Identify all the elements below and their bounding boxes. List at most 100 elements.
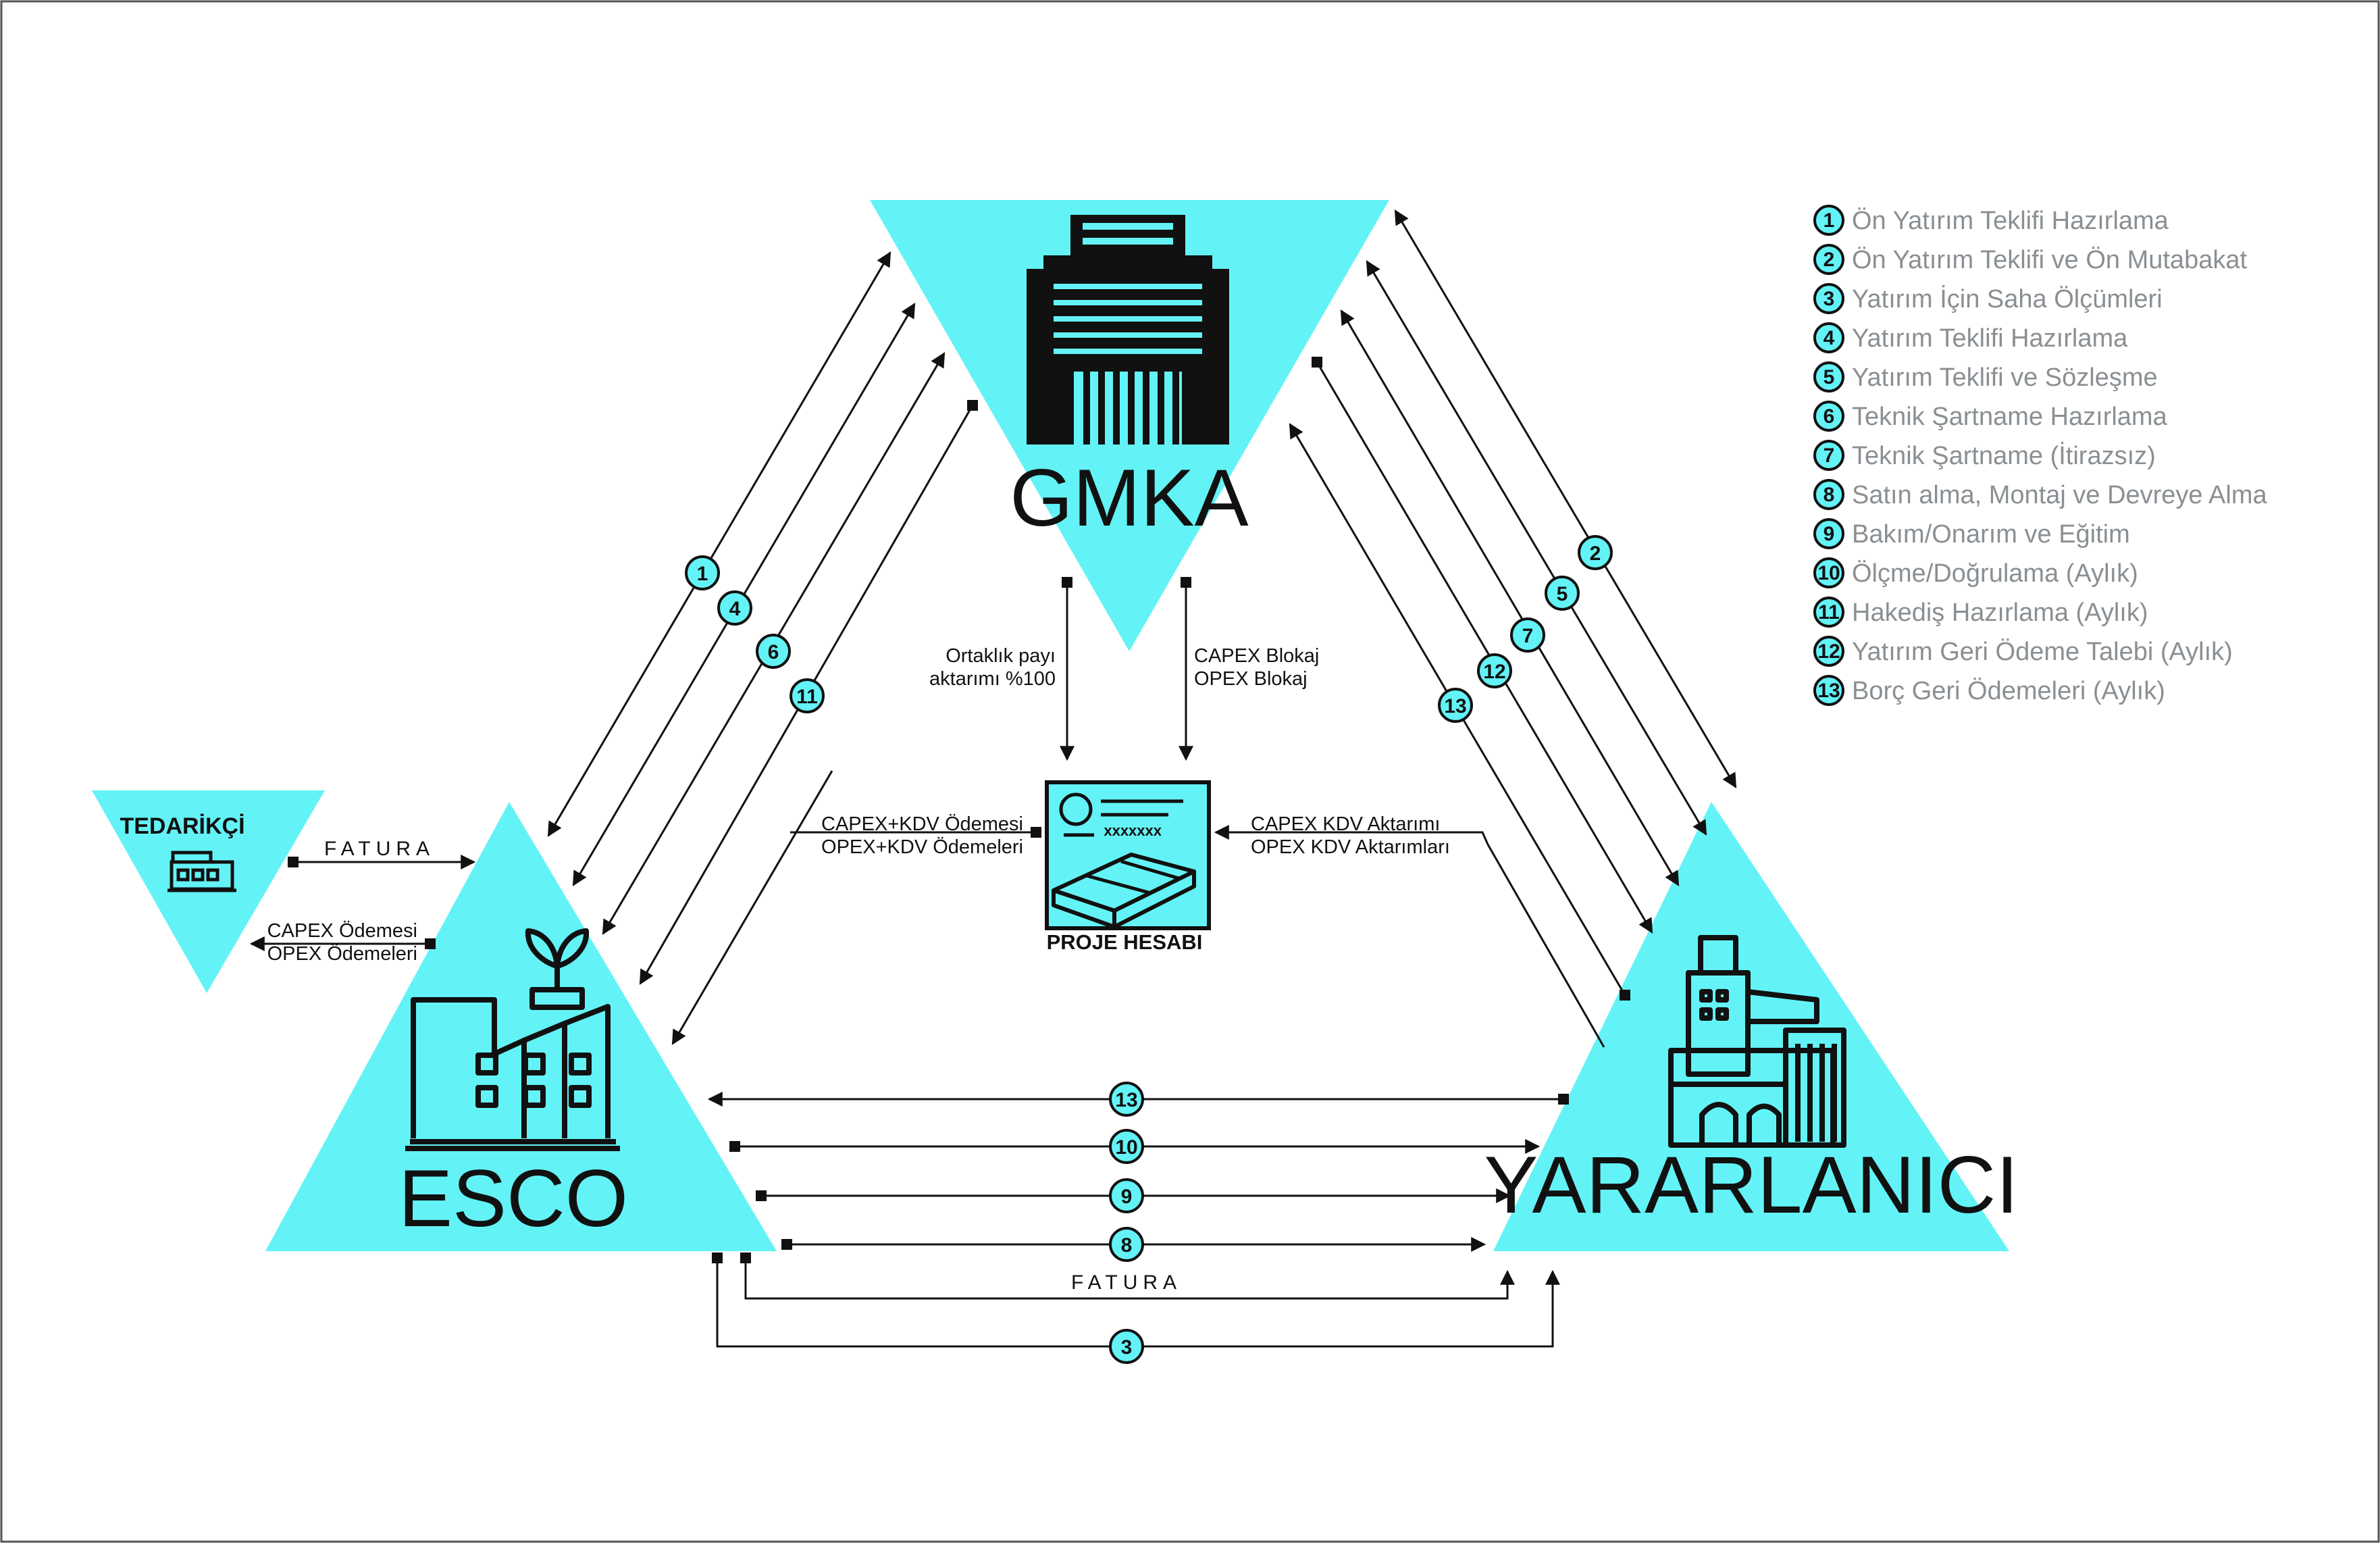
- svg-text:8: 8: [1121, 1234, 1133, 1257]
- arrow-13-diag-lower: [1486, 844, 1605, 1048]
- svg-text:6: 6: [768, 641, 779, 663]
- gmka-building-icon: [1027, 215, 1229, 445]
- gmka-label: GMKA: [1010, 453, 1248, 543]
- badge-10: 10: [1109, 1129, 1144, 1164]
- capex-blokaj-label: CAPEX Blokaj: [1194, 645, 1319, 667]
- esco-payment-line-1: CAPEX+KDV Ödemesi: [821, 813, 1023, 835]
- legend-text: Yatırım Geri Ödeme Talebi (Aylık): [1852, 638, 2233, 666]
- arrow-escrow-to-esco: [671, 770, 833, 1045]
- account-mask: xxxxxxx: [1104, 822, 1162, 839]
- legend: 1 Ön Yatırım Teklifi Hazırlama 2 Ön Yatırım…: [1813, 205, 2267, 706]
- legend-badge: [1813, 597, 1844, 628]
- svg-text:5: 5: [1557, 583, 1568, 605]
- badge-5: 5: [1545, 576, 1580, 611]
- legend-badge: [1813, 479, 1844, 510]
- legend-number: 2: [1823, 249, 1835, 271]
- legend-text: Teknik Şartname (İtirazsız): [1852, 441, 2156, 470]
- ortaklik-line-1: Ortaklık payı: [946, 645, 1056, 667]
- badge-13: 13: [1109, 1082, 1144, 1117]
- proje-hesabi-icon: [1045, 780, 1211, 930]
- supplier-payment-line-2: OPEX Ödemeleri: [267, 943, 417, 965]
- ortaklik-line-2: aktarımı %100: [929, 668, 1056, 690]
- badge-11: 11: [790, 678, 825, 713]
- legend-text: Bakım/Onarım ve Eğitim: [1852, 520, 2130, 549]
- kdv-line-1: CAPEX KDV Aktarımı: [1251, 813, 1440, 835]
- svg-text:13: 13: [1115, 1089, 1137, 1111]
- arrow-kdv-to-account: [1214, 825, 1489, 845]
- legend-text: Satın alma, Montaj ve Devreye Alma: [1852, 481, 2267, 509]
- badge-3: 3: [1109, 1329, 1144, 1364]
- arrow-1: [547, 251, 891, 837]
- legend-text: Teknik Şartname Hazırlama: [1852, 403, 2168, 431]
- legend-text: Yatırım Teklifi ve Sözleşme: [1852, 363, 2158, 392]
- legend-item: 11 Hakediş Hazırlama (Aylık): [1813, 597, 2148, 628]
- svg-text:11: 11: [796, 686, 818, 708]
- legend-number: 4: [1823, 327, 1835, 349]
- svg-text:4: 4: [729, 598, 741, 620]
- legend-badge: [1813, 636, 1844, 667]
- legend-badge: [1813, 205, 1844, 236]
- beneficiary-building-icon: [1668, 935, 1846, 1148]
- esco-payment-line-2: OPEX+KDV Ödemeleri: [821, 836, 1023, 858]
- svg-text:13: 13: [1444, 695, 1466, 717]
- svg-text:1: 1: [697, 563, 708, 585]
- legend-text: Yatırım Teklifi Hazırlama: [1852, 324, 2128, 353]
- legend-item: 8 Satın alma, Montaj ve Devreye Alma: [1813, 479, 2267, 510]
- legend-number: 7: [1823, 445, 1835, 467]
- legend-number: 8: [1823, 484, 1835, 506]
- fatura-bottom-label: FATURA: [1071, 1271, 1182, 1294]
- legend-text: Hakediş Hazırlama (Aylık): [1852, 599, 2148, 627]
- legend-number: 11: [1818, 601, 1840, 624]
- proje-hesabi-label: PROJE HESABI: [1047, 930, 1203, 954]
- legend-item: 7 Teknik Şartname (İtirazsız): [1813, 440, 2156, 471]
- arrow-5: [1366, 260, 1707, 836]
- legend-number: 13: [1817, 680, 1840, 702]
- legend-number: 1: [1823, 209, 1835, 232]
- badge-12: 12: [1477, 653, 1512, 688]
- badge-1: 1: [685, 555, 720, 590]
- esco-label: ESCO: [398, 1153, 628, 1244]
- badge-4: 4: [717, 590, 752, 626]
- legend-item: 1 Ön Yatırım Teklifi Hazırlama: [1813, 205, 2169, 236]
- supplier-payment-line-1: CAPEX Ödemesi: [267, 920, 417, 942]
- legend-text: Ön Yatırım Teklifi Hazırlama: [1852, 207, 2169, 235]
- legend-badge: [1813, 518, 1844, 549]
- fatura-supplier-label: FATURA: [324, 838, 435, 860]
- legend-number: 3: [1823, 288, 1835, 310]
- legend-text: Ön Yatırım Teklifi ve Ön Mutabakat: [1852, 246, 2247, 274]
- legend-text: Borç Geri Ödemeleri (Aylık): [1852, 677, 2165, 705]
- badge-8: 8: [1109, 1227, 1144, 1262]
- account-side-arrows: [790, 825, 1489, 845]
- tedarikci-label: TEDARİKÇİ: [120, 813, 244, 839]
- opex-blokaj-label: OPEX Blokaj: [1194, 668, 1308, 690]
- badge-13-diag: 13: [1438, 688, 1473, 723]
- kdv-line-2: OPEX KDV Aktarımları: [1251, 836, 1450, 858]
- legend-item: 2 Ön Yatırım Teklifi ve Ön Mutabakat: [1813, 244, 2247, 275]
- legend-number: 12: [1817, 640, 1840, 663]
- legend-badge: [1813, 322, 1844, 353]
- legend-item: 9 Bakım/Onarım ve Eğitim: [1813, 518, 2130, 549]
- badge-9: 9: [1109, 1178, 1144, 1213]
- legend-badge: [1813, 557, 1844, 588]
- svg-text:7: 7: [1522, 625, 1534, 647]
- legend-item: 13 Borç Geri Ödemeleri (Aylık): [1813, 675, 2165, 706]
- badge-2: 2: [1578, 535, 1613, 570]
- legend-number: 9: [1823, 523, 1835, 545]
- yararlanici-label: YARARLANICI: [1484, 1140, 2018, 1230]
- legend-badge: [1813, 401, 1844, 432]
- badge-7: 7: [1510, 617, 1545, 653]
- legend-text: Ölçme/Doğrulama (Aylık): [1852, 559, 2138, 588]
- legend-badge: [1813, 440, 1844, 471]
- esco-triangle: [265, 802, 777, 1251]
- svg-text:3: 3: [1121, 1336, 1133, 1359]
- legend-badge: [1813, 283, 1844, 314]
- svg-text:12: 12: [1483, 661, 1505, 683]
- legend-badge: [1813, 675, 1844, 706]
- supplier-arrows: [249, 855, 476, 951]
- badge-6: 6: [756, 634, 791, 669]
